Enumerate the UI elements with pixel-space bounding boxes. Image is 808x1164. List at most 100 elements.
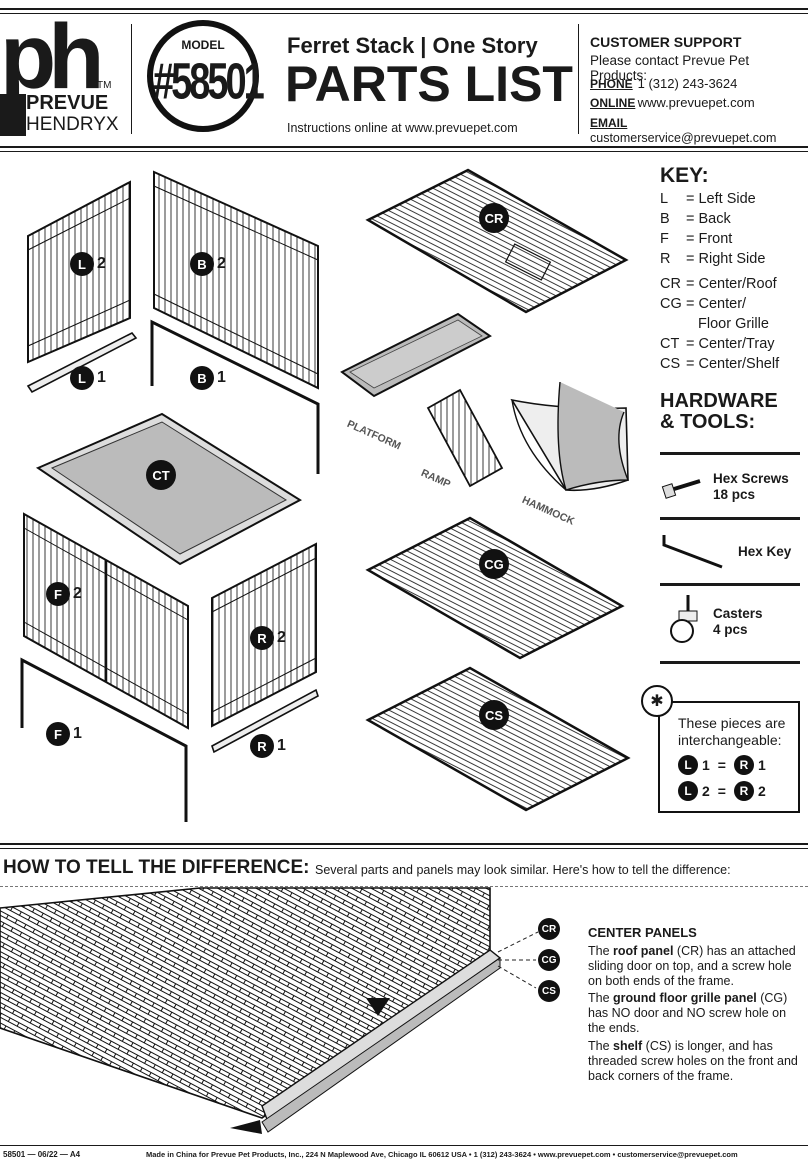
difference-title: HOW TO TELL THE DIFFERENCE:	[3, 857, 310, 878]
key-row: R= Right Side	[660, 249, 805, 269]
model-seal: MODEL #58501	[147, 20, 265, 132]
caster-icon	[670, 595, 698, 643]
interchange-text-1: These pieces are	[678, 715, 786, 731]
left-side-bar	[26, 331, 138, 394]
key-meaning: = Left Side	[686, 191, 756, 207]
back-panel-large	[153, 170, 319, 390]
key-code: CR	[660, 276, 681, 292]
key-row: CT = Center/Tray	[660, 334, 805, 354]
interchange-row-1: L 1 = R 1	[678, 755, 766, 775]
logo-mark: ph	[0, 6, 104, 108]
key-meaning: = Front	[686, 231, 733, 247]
header-bottom-rule	[0, 146, 808, 148]
key-meaning: = Center/Tray	[686, 336, 775, 352]
key-code: CT	[660, 336, 680, 352]
hex-screws-label: Hex Screws 18 pcs	[713, 471, 789, 502]
footer-rule	[0, 1145, 808, 1146]
center-shelf-panel	[365, 666, 631, 812]
support-phone-row: PHONE 1 (312) 243-3624	[590, 76, 737, 91]
model-number: #58501	[153, 54, 265, 111]
callout-cs: CS	[538, 980, 560, 1002]
logo-tm: TM	[97, 80, 112, 91]
key-code: R	[660, 251, 671, 267]
difference-subtitle: Several parts and panels may look simila…	[315, 863, 731, 877]
hex-screw-icon	[661, 479, 701, 499]
header-bottom-rule-thin	[0, 151, 808, 152]
interchange-row-2: L 2 = R 2	[678, 781, 766, 801]
key-row: Floor Grille	[660, 314, 805, 334]
footer-made-in: Made in China for Prevue Pet Products, I…	[146, 1150, 738, 1159]
hardware-drawings	[661, 479, 723, 643]
center-tray	[35, 412, 302, 566]
key-meaning: = Back	[686, 211, 731, 227]
phone-value[interactable]: 1 (312) 243-3624	[637, 76, 738, 91]
key-code: CG	[660, 296, 682, 312]
key-code: CS	[660, 356, 681, 372]
key-title: KEY:	[660, 164, 709, 187]
key-code	[660, 314, 686, 334]
email-link[interactable]: customerservice@prevuepet.com	[590, 131, 777, 145]
callout-cg: CG	[538, 949, 560, 971]
hammock-piece	[510, 381, 630, 492]
support-divider	[578, 24, 579, 134]
interchangeable-box: These pieces are interchangeable: L 1 = …	[658, 701, 800, 813]
front-panel-large	[23, 512, 189, 730]
email-label: EMAIL	[590, 116, 628, 130]
support-email-row: EMAIL customerservice@prevuepet.com	[590, 115, 808, 145]
arrow-down-icon	[366, 998, 390, 1016]
online-label: ONLINE	[590, 96, 636, 110]
ramp-piece	[426, 388, 504, 488]
support-title: CUSTOMER SUPPORT	[590, 34, 742, 50]
platform-shelf	[340, 312, 492, 398]
key-code: F	[660, 231, 669, 247]
brand-logo: ph TM PREVUE HENDRYX	[0, 6, 120, 136]
model-label: MODEL	[181, 38, 225, 52]
key-meaning: = Center/Shelf	[686, 356, 780, 372]
logo-stem	[0, 94, 26, 136]
label-ct: CT	[146, 460, 176, 490]
key-row: CS = Center/Shelf	[660, 354, 805, 374]
document-title: PARTS LIST	[285, 56, 573, 112]
instructions-note: Instructions online at www.prevuepet.com	[287, 121, 518, 135]
hex-key-label: Hex Key	[738, 544, 792, 559]
key-meaning: = Center/Roof	[686, 276, 777, 292]
hex-key-icon	[662, 535, 723, 569]
difference-rule	[0, 843, 808, 845]
center-roof-panel	[365, 168, 629, 314]
hardware-title-2: & TOOLS:	[660, 411, 756, 433]
label-cg: CG	[479, 549, 509, 579]
top-rule-thin	[0, 13, 808, 14]
arrow-left-icon	[230, 1120, 262, 1134]
key-code: B	[660, 211, 670, 227]
key-row: CG= Center/	[660, 294, 805, 314]
online-link[interactable]: www.prevuepet.com	[637, 95, 755, 110]
interchange-text-2: interchangeable:	[678, 732, 782, 748]
phone-label: PHONE	[590, 77, 633, 91]
casters-label: Casters 4 pcs	[713, 606, 763, 637]
logo-brand-hendryx: HENDRYX	[26, 114, 119, 135]
key-code: L	[660, 191, 669, 207]
hardware-rule-1	[660, 452, 800, 455]
hardware-rule-2	[660, 517, 800, 520]
label-cr: CR	[479, 203, 509, 233]
floor-grille-desc: The ground floor grille panel (CG) has N…	[588, 991, 788, 1035]
asterisk-icon: ✱	[641, 685, 673, 717]
roof-panel-desc: The roof panel (CR) has an attached slid…	[588, 944, 796, 988]
center-panel-detail	[0, 887, 539, 1134]
center-floor-grille	[365, 516, 625, 660]
key-row: CR = Center/Roof	[660, 274, 805, 294]
support-intro: Please contact Prevue Pet Products:	[590, 53, 750, 83]
hardware-title-1: HARDWARE	[660, 390, 778, 412]
support-online-row: ONLINE www.prevuepet.com	[590, 95, 755, 110]
logo-brand-prevue: PREVUE	[26, 92, 109, 114]
key-row: B = Back	[660, 209, 805, 229]
top-rule	[0, 8, 808, 10]
header-divider	[131, 24, 132, 134]
